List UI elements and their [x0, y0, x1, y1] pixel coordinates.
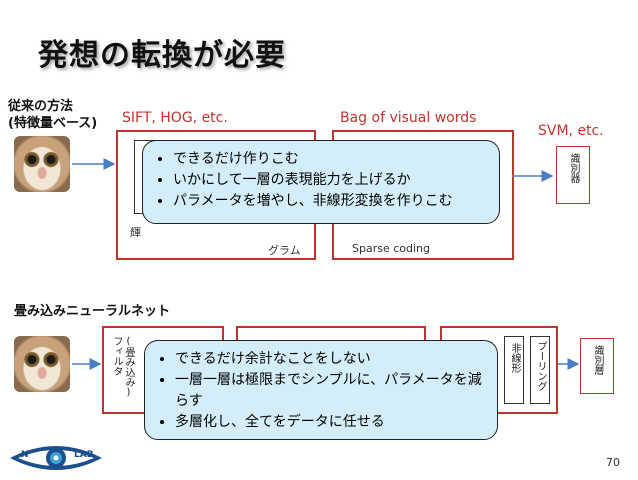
- cnn-label: 畳み込みニューラルネット: [14, 304, 171, 319]
- page-number: 70: [606, 456, 620, 469]
- feature-caption-start: 輝: [130, 226, 141, 239]
- eye-logo-icon: [10, 446, 102, 470]
- classifier-layer-box: 識別層: [580, 338, 614, 394]
- slide-title: 発想の転換が必要: [38, 38, 286, 73]
- classifier-layer-text: 識別層: [592, 345, 603, 375]
- callout-traditional-item-3: パラメータを増やし、非線形変換を作りこむ: [173, 191, 487, 212]
- pooling-text: プーリング: [535, 341, 546, 391]
- filter-text: (畳み込み)フィルタ: [111, 336, 134, 398]
- lab-logo: N LAB: [8, 440, 104, 476]
- cat-image-bottom: [14, 336, 70, 392]
- logo-left-text: N: [21, 450, 29, 460]
- traditional-method-line1: 従来の方法: [8, 99, 74, 114]
- callout-cnn-item-1: できるだけ余計なことをしない: [175, 349, 485, 370]
- callout-traditional: できるだけ作りこむ いかにして一層の表現能力を上げるか パラメータを増やし、非線…: [142, 140, 500, 224]
- classifier-box-top: 識別器: [556, 146, 590, 204]
- bow-label: Bag of visual words: [340, 110, 477, 126]
- callout-cnn: できるだけ余計なことをしない 一層一層は極限までシンプルに、パラメータを減らす …: [144, 340, 498, 440]
- nonlinear-box: 非線形: [504, 336, 524, 404]
- cat-image-top: [14, 136, 70, 192]
- callout-cnn-item-2: 一層一層は極限までシンプルに、パラメータを減らす: [175, 370, 485, 412]
- classifier-text: 識別器: [568, 153, 579, 183]
- callout-cnn-item-3: 多層化し、全てをデータに任せる: [175, 412, 485, 433]
- callout-traditional-item-2: いかにして一層の表現能力を上げるか: [173, 170, 487, 191]
- traditional-method-label: 従来の方法 (特徴量ベース): [8, 98, 97, 132]
- traditional-method-line2: (特徴量ベース): [8, 116, 98, 131]
- feature-extractor-label: SIFT, HOG, etc.: [122, 110, 228, 126]
- nonlinear-text: 非線形: [509, 343, 520, 373]
- feature-caption-end: グラム: [268, 244, 301, 257]
- logo-right-text: LAB: [74, 450, 94, 460]
- pooling-box: プーリング: [530, 336, 550, 404]
- callout-traditional-item-1: できるだけ作りこむ: [173, 149, 487, 170]
- bow-caption: Sparse coding: [352, 242, 430, 255]
- svm-label: SVM, etc.: [538, 123, 604, 139]
